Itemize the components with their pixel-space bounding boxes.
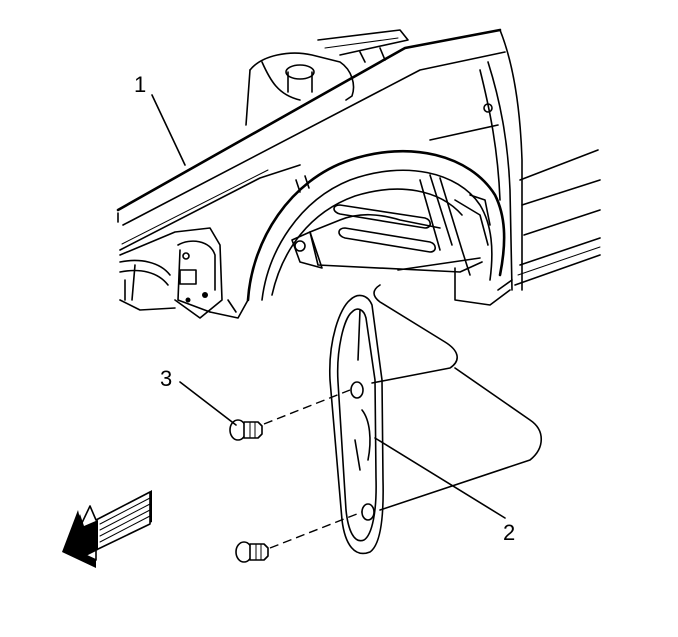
fender-panel — [116, 28, 601, 291]
callout-2: 2 — [503, 520, 516, 545]
installation-guide-lines — [371, 284, 543, 511]
coolant-reservoir — [245, 29, 409, 126]
leader-lines — [151, 94, 506, 519]
front-direction-arrow-icon — [62, 490, 152, 568]
alignment-lines — [263, 389, 363, 549]
splash-shield — [329, 294, 384, 555]
headlamp-area — [119, 175, 310, 319]
push-pin-fastener-lower — [235, 541, 269, 563]
wheel-opening — [246, 149, 513, 306]
callout-1: 1 — [134, 72, 147, 97]
push-pin-fastener-upper — [229, 419, 263, 441]
callout-3: 3 — [160, 366, 173, 391]
